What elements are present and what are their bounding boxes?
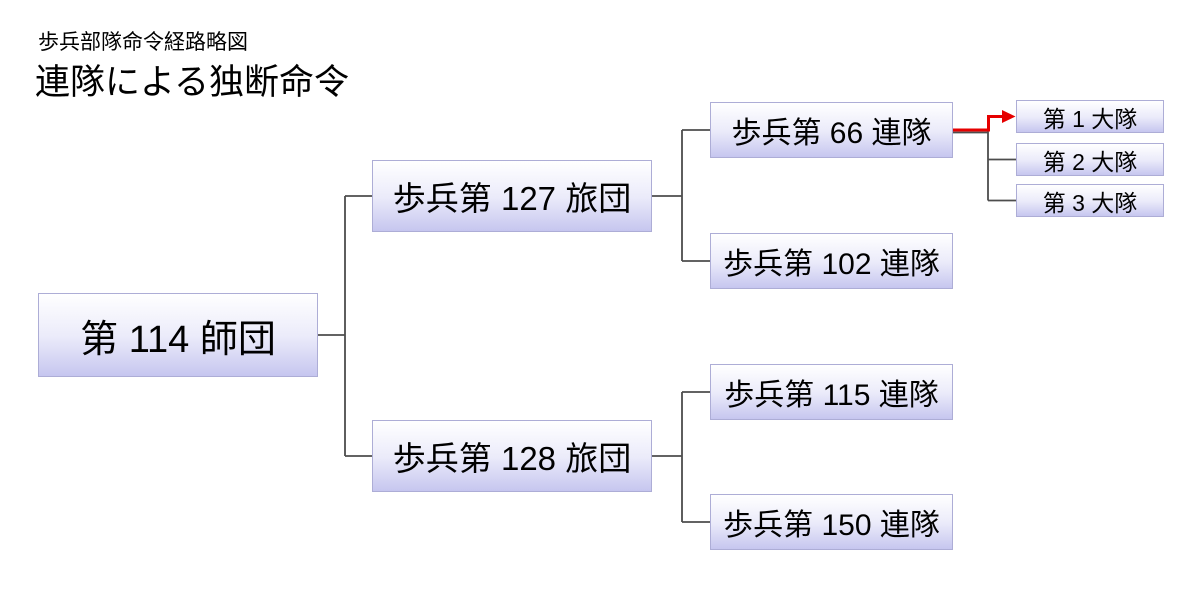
chart-subtitle: 歩兵部隊命令経路略図 <box>38 31 248 54</box>
node-brigade-128: 歩兵第 128 旅団 <box>372 420 652 492</box>
node-regiment-102: 歩兵第 102 連隊 <box>710 233 953 289</box>
red-order-arrow-head <box>1002 110 1016 123</box>
node-regiment-115: 歩兵第 115 連隊 <box>710 364 953 420</box>
node-battalion-2: 第 2 大隊 <box>1016 143 1164 176</box>
node-brigade-127: 歩兵第 127 旅団 <box>372 160 652 232</box>
connector-brigade127-to-regiments <box>652 129 710 262</box>
node-regiment-66: 歩兵第 66 連隊 <box>710 102 953 158</box>
node-regiment-150: 歩兵第 150 連隊 <box>710 494 953 550</box>
chart-title: 連隊による独断命令 <box>35 63 349 102</box>
connector-regiment66-to-battalions <box>953 131 1016 202</box>
connector-brigade128-to-regiments <box>652 391 710 523</box>
node-division-114: 第 114 師団 <box>38 293 318 377</box>
node-battalion-3: 第 3 大隊 <box>1016 184 1164 217</box>
red-order-arrow-line <box>953 115 1003 132</box>
connector-division-to-brigades <box>318 195 372 457</box>
node-battalion-1: 第 1 大隊 <box>1016 100 1164 133</box>
